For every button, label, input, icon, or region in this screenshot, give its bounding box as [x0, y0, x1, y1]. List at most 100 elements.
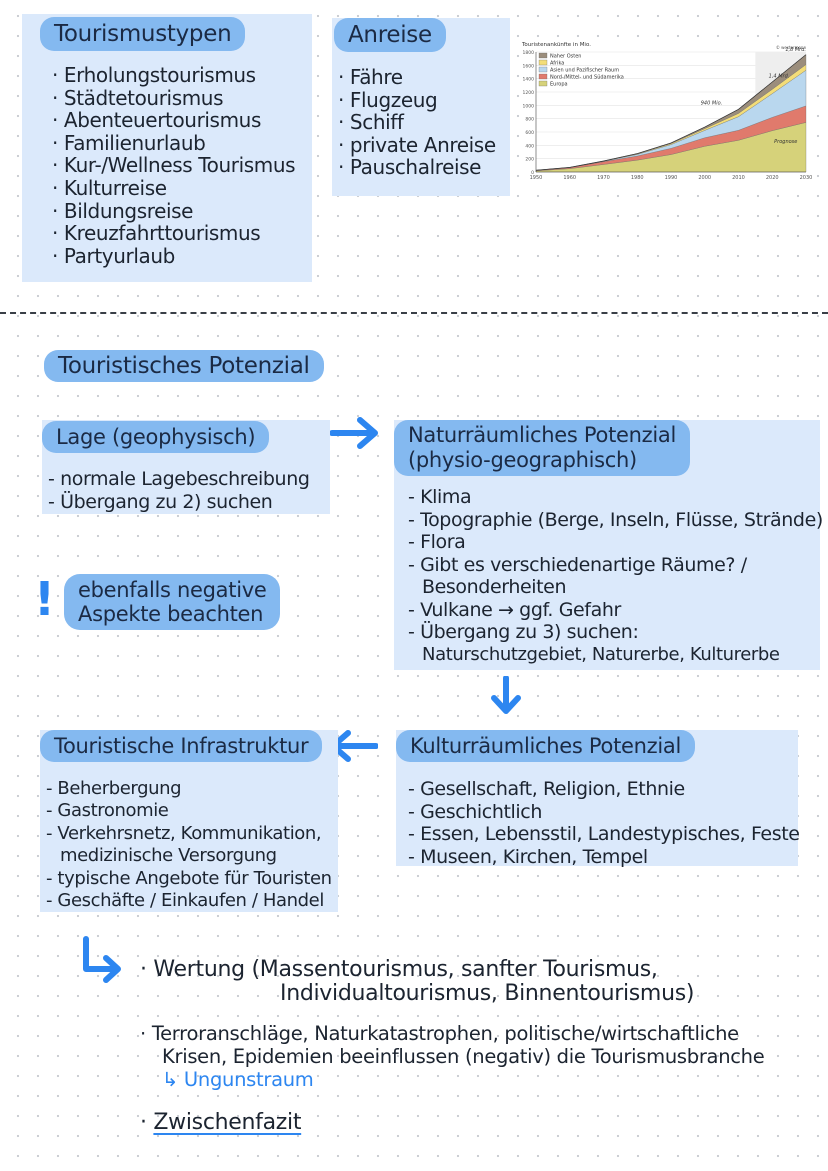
list-item: Pauschalreise: [338, 156, 496, 179]
wertung-text: · Wertung (Massentourismus, sanfter Tour…: [140, 958, 694, 1006]
list-item: Beherbergung: [46, 778, 332, 800]
ungunstraum-note: ↳ Ungunstraum: [162, 1068, 314, 1091]
infra-title: Touristische Infrastruktur: [40, 730, 323, 762]
chart-legend-swatch: [538, 66, 548, 73]
list-item: typische Angebote für Touristen: [46, 868, 332, 890]
list-item: Schiff: [338, 111, 496, 134]
natur-list: Klima Topographie (Berge, Inseln, Flüsse…: [408, 486, 823, 666]
list-item: Abenteuertourismus: [52, 109, 295, 132]
chart-total-line: [535, 54, 807, 171]
list-item: Museen, Kirchen, Tempel: [408, 846, 800, 869]
natur-title-line1: Naturräumliches Potenzial: [408, 423, 677, 447]
list-item: Kur-/Wellness Tourismus: [52, 154, 296, 177]
list-item: Städtetourismus: [52, 86, 295, 110]
arrow-down-icon: [491, 676, 521, 714]
chart-annotation: 1,4 Mrd.: [769, 74, 790, 80]
chart-legend-swatch: [538, 59, 548, 66]
list-item: Bildungsreise: [52, 199, 295, 223]
chart-y-tick-label: 1800: [523, 50, 535, 56]
anreise-title: Anreise: [334, 18, 446, 52]
tourismustypen-title: Tourismustypen: [40, 17, 246, 51]
list-item: Kreuzfahrttourismus: [52, 222, 295, 245]
natur-title-line2: (physio-geographisch): [408, 448, 637, 472]
chart-legend-label: Naher Osten: [550, 54, 581, 60]
wertung-line1: · Wertung (Massentourismus, sanfter Tour…: [140, 957, 658, 982]
anreise-list: Fähre Flugzeug Schiff private Anreise Pa…: [338, 66, 496, 179]
list-item: Geschäfte / Einkaufen / Handel: [46, 890, 332, 912]
hook-arrow-icon: [83, 936, 121, 983]
chart-x-tick-label: 1990: [665, 175, 678, 181]
list-item: Klima: [408, 486, 823, 509]
potenzial-title: Touristisches Potenzial: [44, 350, 324, 382]
list-item-continued: medizinische Versorgung: [60, 845, 277, 867]
chart-legend-label: Asien und Pazifischer Raum: [550, 68, 619, 74]
list-item: Verkehrsnetz, Kommunikation,: [46, 823, 332, 845]
arrow-right-icon: [330, 417, 378, 449]
negative-note-line2: Aspekte beachten: [78, 602, 264, 626]
chart-x-tick-label: 1950: [530, 175, 543, 181]
terror-line2: Krisen, Epidemien beeinflussen (negativ)…: [162, 1045, 765, 1068]
negative-note: ebenfalls negative Aspekte beachten: [64, 574, 281, 630]
chart-annotation: 1,8 Mrd.: [785, 47, 806, 53]
list-item: normale Lagebeschreibung: [48, 468, 310, 491]
chart-y-tick-label: 1600: [523, 63, 535, 69]
chart-legend-swatch: [538, 52, 548, 59]
list-item-continued: Besonderheiten: [422, 576, 567, 598]
terror-line1: · Terroranschläge, Naturkatastrophen, po…: [140, 1022, 739, 1045]
chart-legend-label: Nord-/Mittel- und Südamerika: [550, 75, 624, 81]
chart-annotation: Prognose: [774, 139, 797, 145]
negative-note-line1: ebenfalls negative: [78, 578, 267, 602]
list-item: Familienurlaub: [52, 132, 295, 155]
chart-x-tick-label: 2030: [800, 175, 812, 181]
chart-y-tick-label: 1400: [523, 77, 535, 83]
chart-publisher: © westermann: [776, 45, 807, 50]
chart-legend-label: Afrika: [550, 61, 564, 67]
chart-x-tick-label: 1980: [631, 175, 644, 181]
list-item: Flugzeug: [338, 88, 496, 112]
natur-title: Naturräumliches Potenzial (physio-geogra…: [394, 420, 691, 476]
list-item: Vulkane → ggf. Gefahr: [408, 599, 823, 622]
section-divider: [0, 312, 828, 314]
kultur-title: Kulturräumliches Potenzial: [396, 730, 695, 762]
tourismustypen-list: Erholungstourismus Städtetourismus Abent…: [52, 64, 296, 268]
infra-list: Beherbergung Gastronomie Verkehrsnetz, K…: [46, 778, 332, 912]
list-item: Essen, Lebensstil, Landestypisches, Fest…: [408, 823, 800, 846]
chart-x-tick-label: 1970: [597, 175, 610, 181]
chart-annotation: 940 Mio.: [701, 100, 722, 106]
chart-x-tick-label: 2000: [698, 175, 711, 181]
chart-y-tick-label: 1200: [523, 90, 535, 96]
chart-x-tick-label: 2020: [766, 175, 779, 181]
chart-x-tick-label: 1960: [563, 175, 576, 181]
chart-y-tick-label: 800: [525, 117, 534, 123]
list-item: Kulturreise: [52, 177, 295, 200]
list-item: Gastronomie: [46, 800, 332, 822]
kultur-list: Gesellschaft, Religion, Ethnie Geschicht…: [408, 778, 800, 868]
chart-legend-swatch: [538, 80, 548, 87]
list-item: Erholungstourismus: [52, 64, 295, 87]
lage-title: Lage (geophysisch): [42, 421, 270, 453]
exclamation-icon: !: [34, 572, 55, 626]
list-item: private Anreise: [338, 134, 496, 157]
chart-y-tick-label: 400: [525, 143, 534, 149]
list-item-continued: Naturschutzgebiet, Naturerbe, Kulturerbe: [422, 643, 780, 665]
list-item: Gesellschaft, Religion, Ethnie: [408, 778, 800, 801]
terror-text: · Terroranschläge, Naturkatastrophen, po…: [140, 1022, 765, 1091]
zwischenfazit-text: · Zwischenfazit: [140, 1110, 302, 1135]
chart-y-tick-label: 0: [531, 170, 534, 176]
list-item: Topographie (Berge, Inseln, Flüsse, Strä…: [408, 509, 823, 532]
chart-y-tick-label: 200: [525, 157, 534, 163]
chart-x-tick-label: 2010: [732, 175, 745, 181]
list-item: Flora: [408, 531, 823, 554]
chart-y-tick-label: 600: [525, 130, 534, 136]
chart-legend-swatch: [538, 73, 548, 80]
list-item: Gibt es verschiedenartige Räume? /: [408, 554, 823, 577]
lage-list: normale Lagebeschreibung Übergang zu 2) …: [48, 468, 310, 513]
chart-legend-label: Europa: [550, 82, 568, 88]
wertung-line2: Individualtourismus, Binnentourismus): [280, 981, 695, 1006]
list-item: Geschichtlich: [408, 801, 800, 824]
list-item: Übergang zu 3) suchen:: [408, 621, 823, 644]
zwischenfazit-link: Zwischenfazit: [153, 1110, 302, 1135]
list-item: Partyurlaub: [52, 245, 295, 268]
